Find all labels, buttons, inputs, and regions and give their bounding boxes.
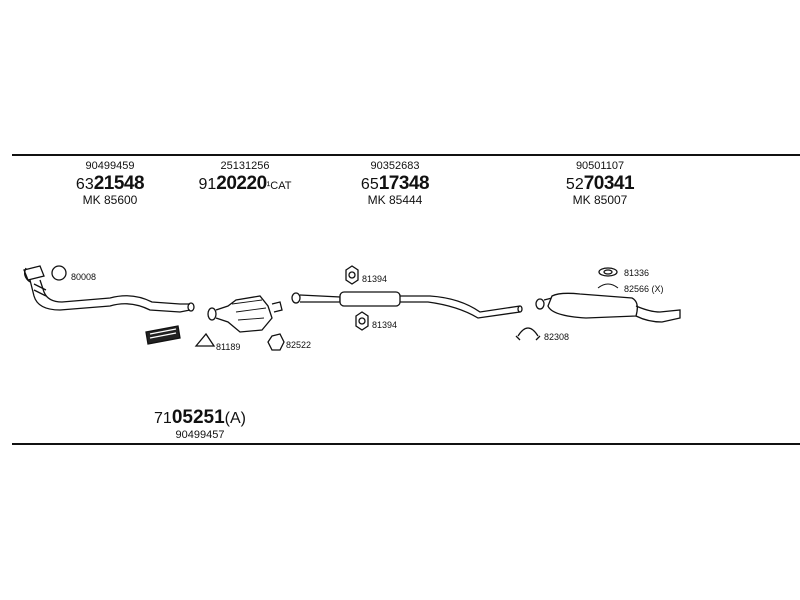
part-label-hanger-top: 81394 — [362, 274, 388, 284]
part-number-main: 17348 — [378, 172, 430, 194]
part-label-rubber: 81189 — [216, 342, 241, 352]
part-label-hanger-bottom: 81394 — [372, 320, 398, 330]
part-number-prefix: 63 — [75, 175, 94, 193]
middle-silencer-icon — [291, 291, 523, 319]
part-number: 9120220¹CAT — [170, 173, 320, 195]
flange-gasket-icon — [194, 332, 216, 347]
mounting-kit: MK 85444 — [367, 193, 423, 208]
part-header-rear-silencer: 90501107 5270341 MK 85007 — [525, 160, 675, 208]
set-number: 7105251(A) — [130, 407, 270, 429]
set-number-prefix: 71 — [154, 410, 172, 427]
oe-number: 25131256 — [220, 160, 270, 172]
part-label-rear-strap: 82566 (X) — [624, 284, 664, 294]
part-label-clamp: 82522 — [286, 340, 312, 350]
part-number-main: 21548 — [93, 172, 145, 194]
rubber-ring-icon — [598, 267, 618, 277]
set-number-suffix: (A) — [224, 410, 246, 427]
mounting-kit: MK 85600 — [82, 193, 138, 208]
part-header-middle-silencer: 90352683 6517348 MK 85444 — [320, 160, 470, 208]
rear-silencer-icon — [535, 292, 681, 323]
rubber-mount-icon — [145, 325, 181, 345]
front-pipe-icon — [23, 265, 195, 313]
part-label-rear-hanger: 81336 — [624, 268, 650, 278]
mounting-kit: MK 85007 — [572, 193, 628, 208]
part-number-prefix: 91 — [198, 175, 217, 193]
part-header-catalyst: 25131256 9120220¹CAT — [170, 160, 320, 194]
rubber-hanger-icon — [355, 311, 369, 331]
part-header-front-pipe: 90499459 6321548 MK 85600 — [35, 160, 185, 208]
clamp-icon — [267, 333, 285, 351]
bottom-divider-line — [12, 443, 800, 445]
part-number-suffix: ¹CAT — [266, 179, 292, 192]
part-label-u-clamp: 82308 — [544, 332, 570, 342]
u-clamp-icon — [515, 327, 541, 341]
gasket-icon — [51, 265, 67, 281]
part-label-gasket: 80008 — [71, 272, 97, 282]
oe-number: 90499459 — [85, 160, 135, 172]
oe-number: 90501107 — [575, 160, 625, 172]
set-number-main: 05251 — [171, 407, 225, 428]
set-oe-number: 90499457 — [175, 428, 225, 441]
strap-icon — [597, 283, 619, 289]
part-number: 5270341 — [525, 173, 675, 195]
complete-system-reference: 7105251(A) 90499457 — [130, 407, 270, 441]
catalytic-converter-icon — [207, 295, 283, 333]
part-number: 6517348 — [320, 173, 470, 195]
oe-number: 90352683 — [370, 160, 420, 172]
part-number-prefix: 65 — [360, 175, 379, 193]
part-number-main: 20220 — [216, 172, 267, 194]
rubber-hanger-icon — [345, 265, 359, 285]
part-number-prefix: 52 — [565, 175, 584, 193]
top-divider-line — [12, 154, 800, 156]
part-number: 6321548 — [35, 173, 185, 195]
part-number-main: 70341 — [583, 172, 635, 194]
